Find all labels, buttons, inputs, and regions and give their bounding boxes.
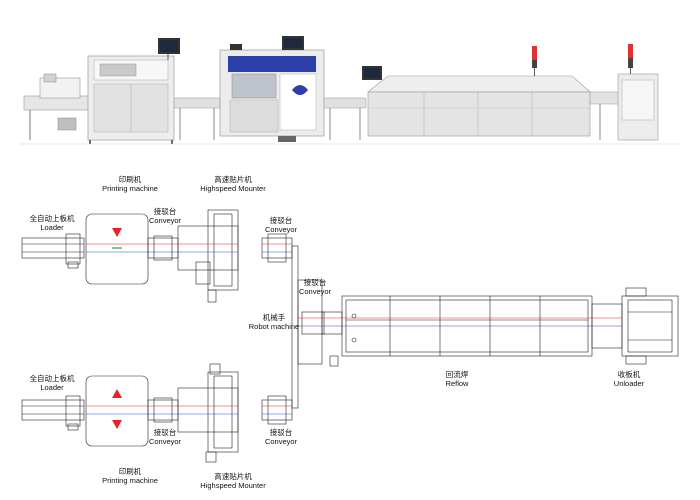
label-mounter-bottom-zh: 高速贴片机 xyxy=(214,472,252,481)
label-unloader: 收板机 Unloader xyxy=(604,370,654,388)
printer-unit-bottom xyxy=(85,375,149,447)
conveyor-unit-bottom-2 xyxy=(261,395,293,425)
loader-unit-bottom xyxy=(21,395,85,431)
label-printer-top-en: Printing machine xyxy=(102,184,158,193)
label-conveyor-2-zh: 接驳台 xyxy=(269,216,293,225)
mounter-illustration xyxy=(219,36,325,142)
label-printer-top: 印刷机 Printing machine xyxy=(90,175,170,193)
conveyor-unit-top-1 xyxy=(147,235,179,261)
label-conveyor-4-zh: 接驳台 xyxy=(153,428,177,437)
label-printer-top-zh: 印刷机 xyxy=(118,175,142,184)
smt-line-photo xyxy=(20,36,680,145)
label-loader-top: 全自动上板机 Loader xyxy=(22,214,82,232)
label-loader-top-zh: 全自动上板机 xyxy=(29,214,75,223)
reflow-oven-illustration xyxy=(367,46,591,137)
conveyor-illustration-1 xyxy=(173,97,221,140)
loader-unit-top xyxy=(21,233,85,269)
line-layout-schematic xyxy=(21,209,679,463)
mounter-unit-bottom xyxy=(177,363,239,463)
label-conveyor-1-en: Conveyor xyxy=(148,216,182,225)
label-conveyor-1: 接驳台 Conveyor xyxy=(140,207,190,225)
label-robot-en: Robot machine xyxy=(248,322,300,331)
label-loader-bottom-en: Loader xyxy=(40,383,64,392)
label-loader-bottom: 全自动上板机 Loader xyxy=(22,374,82,392)
printer-unit-top xyxy=(85,213,149,285)
label-conveyor-3-en: Conveyor xyxy=(298,287,332,296)
label-printer-bottom: 印刷机 Printing machine xyxy=(90,467,170,485)
label-conveyor-3: 接驳台 Conveyor xyxy=(290,278,340,296)
conveyor-unit-top-2 xyxy=(261,233,293,263)
label-loader-top-en: Loader xyxy=(40,223,64,232)
label-loader-bottom-zh: 全自动上板机 xyxy=(29,374,75,383)
label-printer-bottom-en: Printing machine xyxy=(102,476,158,485)
label-robot-zh: 机械手 xyxy=(262,313,286,322)
label-unloader-en: Unloader xyxy=(613,379,645,388)
unloader-illustration xyxy=(589,44,659,141)
label-printer-bottom-zh: 印刷机 xyxy=(118,467,142,476)
unloader-unit xyxy=(591,287,679,365)
label-mounter-top-zh: 高速贴片机 xyxy=(214,175,252,184)
label-conveyor-5-zh: 接驳台 xyxy=(269,428,293,437)
label-robot: 机械手 Robot machine xyxy=(246,313,302,331)
label-mounter-bottom: 高速贴片机 Highspeed Mounter xyxy=(188,472,278,490)
loader-machine-illustration xyxy=(23,73,97,140)
mounter-unit-top xyxy=(177,209,239,303)
label-conveyor-5-en: Conveyor xyxy=(264,437,298,446)
reflow-unit xyxy=(329,295,593,367)
label-reflow-en: Reflow xyxy=(445,379,469,388)
label-mounter-bottom-en: Highspeed Mounter xyxy=(200,481,266,490)
label-conveyor-2-en: Conveyor xyxy=(264,225,298,234)
label-mounter-top-en: Highspeed Mounter xyxy=(200,184,266,193)
label-conveyor-1-zh: 接驳台 xyxy=(153,207,177,216)
label-conveyor-4-en: Conveyor xyxy=(148,437,182,446)
label-conveyor-5: 接驳台 Conveyor xyxy=(256,428,306,446)
label-reflow-zh: 回流焊 xyxy=(445,370,469,379)
conveyor-illustration-2 xyxy=(323,66,382,140)
label-reflow: 回流焊 Reflow xyxy=(427,370,487,388)
printing-machine-illustration xyxy=(87,38,180,144)
label-conveyor-2: 接驳台 Conveyor xyxy=(256,216,306,234)
label-unloader-zh: 收板机 xyxy=(617,370,641,379)
label-conveyor-3-zh: 接驳台 xyxy=(303,278,327,287)
label-mounter-top: 高速贴片机 Highspeed Mounter xyxy=(188,175,278,193)
conveyor-unit-bottom-1 xyxy=(147,397,179,423)
label-conveyor-4: 接驳台 Conveyor xyxy=(140,428,190,446)
